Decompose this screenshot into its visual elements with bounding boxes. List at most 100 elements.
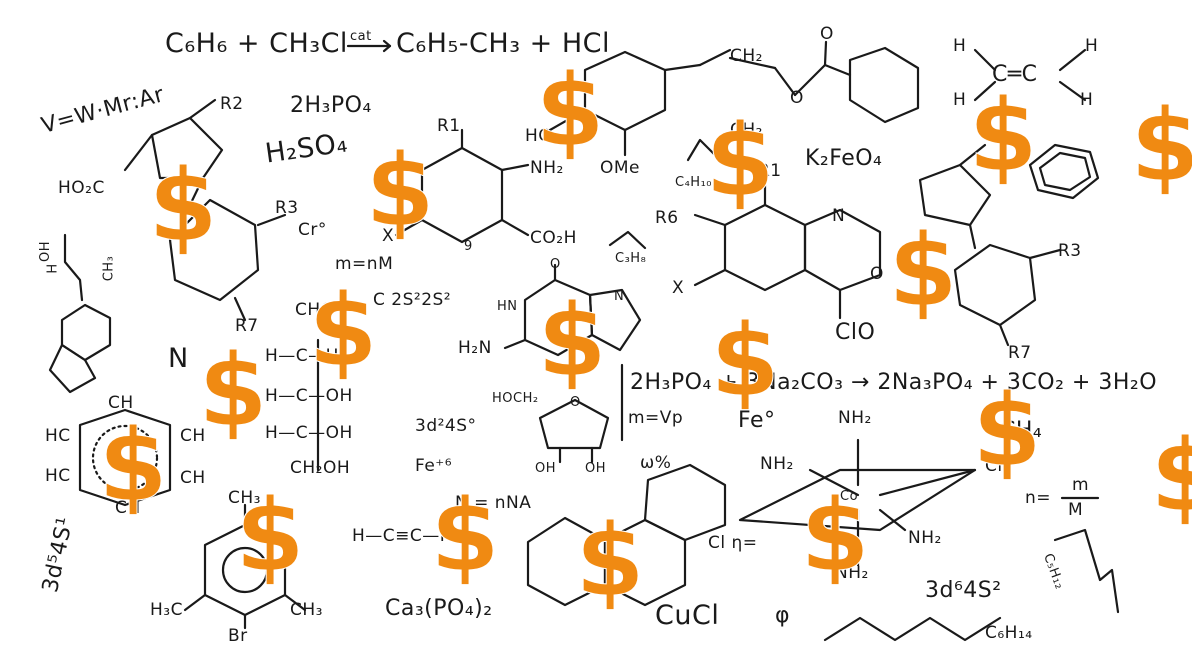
svg-text:$: $ [98,410,168,520]
hexane-zigzag [823,616,1002,642]
svg-text:$: $ [1130,90,1192,200]
label-r3-right: R3 [1058,241,1082,261]
label-h-left-bot: H [953,90,967,110]
label-ch2oh: CH₂OH [290,458,351,478]
cobalt-complex [738,438,977,557]
label-hn: HN [497,299,518,314]
label-w-percent: ω% [640,453,672,473]
pentane-zigzag [1053,528,1120,614]
pyrazole-pyridine-left [123,98,287,322]
quinazoline-structure [693,178,882,320]
svg-text:$: $ [710,305,780,415]
svg-text:$: $ [235,480,305,590]
label-n-purine: N [614,289,625,304]
label-h2n: H₂N [458,338,492,358]
label-c2s: C 2S²2S² [373,290,452,310]
benzene-ch-ring [78,408,172,507]
label-reaction-right: 2H₃PO₄ + 3Na₂CO₃ → 2Na₃PO₄ + 3CO₂ + 3H₂O [630,370,1158,395]
label-h-left: H [953,36,967,56]
label-nh2-co-bot: NH₂ [835,563,869,583]
label-frac-m: m [1072,475,1090,495]
label-num9: 9 [464,239,473,254]
label-ca3po4: Ca₃(PO₄)₂ [385,596,493,621]
label-o-right: O [870,264,884,284]
label-oh2: OH [585,461,607,476]
label-nh2-mid: NH₂ [530,158,564,178]
reaction-arrow-top [346,39,392,53]
label-cl-eta: Cl η= [708,533,758,553]
label-h-right-bot: H [1080,90,1094,110]
isobutane-structure [686,138,732,162]
label-c3h8: C₃H₈ [615,251,647,266]
svg-text:$: $ [1150,420,1192,530]
dollar-sign-icon: $ [98,410,169,520]
label-ch2-mid: CH₂ [730,120,763,140]
svg-text:$: $ [430,480,500,590]
label-nh2-co-right: NH₂ [908,528,942,548]
label-n-nna: N = nNA [455,493,532,513]
label-hc-1: HC [45,426,71,446]
svg-text:$: $ [705,105,775,215]
dollar-sign-icon: $ [710,305,781,415]
label-c4h10: C₄H₁₀ [675,175,712,190]
label-co2h: CO₂H [530,228,577,248]
svg-text:$: $ [968,80,1038,190]
dollar-sign-icon: $ [365,135,436,245]
label-ch4: CH₄ [1000,418,1043,443]
svg-text:$: $ [537,285,607,395]
dollar-sign-icon: $ [968,80,1039,190]
dollar-sign-icon: $ [235,480,306,590]
reaction-top: C₆H₆ + CH₃Cl [165,28,348,59]
dollar-sign-icon: $ [148,150,219,260]
label-o-ester: O [790,88,804,108]
label-r7-right: R7 [1008,343,1032,363]
label-clo: ClO [835,320,876,345]
label-r1-mid: R1 [437,116,461,136]
label-oh1: OH [535,461,557,476]
label-ch2-top: CH₂ [730,46,763,66]
label-nh2-co-left: NH₂ [760,454,794,474]
label-o-top: O [820,24,834,44]
label-r2-left: R2 [220,94,244,114]
label-ho-top: HO [525,126,553,146]
label-h-c-oh1: H—C—OH [265,386,353,406]
label-c6h14: C₆H₁₄ [985,623,1033,643]
label-cl-co: Cl [985,456,1003,476]
dollar-sign-icon: $ [308,275,379,385]
label-ome: OMe [600,158,641,178]
label-cho: CHO [295,300,335,320]
label-d6s: 3d⁶4S² [925,578,1002,603]
label-n-mol: n= [1025,488,1052,508]
benzene-right [1028,143,1100,200]
label-hoch2: HOCH₂ [492,391,539,406]
label-r1-right: R1 [758,161,782,181]
dollar-sign-icon: $ [575,505,646,615]
svg-text:$: $ [972,375,1042,485]
label-ch-2: CH [180,426,206,446]
aniline-structure [394,128,530,244]
label-c-eq: C═C [992,62,1038,87]
svg-text:$: $ [148,150,218,260]
label-frac-M: M [1068,500,1084,520]
svg-text:$: $ [888,215,958,325]
label-n-right: N [832,206,846,226]
propane-zigzag [608,230,647,250]
svg-text:$: $ [800,480,870,590]
label-cr: Cr° [298,220,327,240]
label-m-eq-nm: m=nM [335,254,394,274]
guanine-structure [503,263,642,357]
dollar-sign-icon: $ [537,285,608,395]
svg-text:$: $ [198,335,268,445]
label-r3-left: R3 [275,198,299,218]
dollar-sign-icon: $ [198,335,269,445]
label-r7-left: R7 [235,316,259,336]
safrole-structure [48,233,112,394]
label-nh2-co-top: NH₂ [838,408,872,428]
label-ch3-top: CH₃ [228,488,261,508]
svg-text:$: $ [575,505,645,615]
label-x-left: X [382,226,395,246]
label-ch-3: CH [180,468,206,488]
label-m-vp: m=Vp [628,408,684,428]
